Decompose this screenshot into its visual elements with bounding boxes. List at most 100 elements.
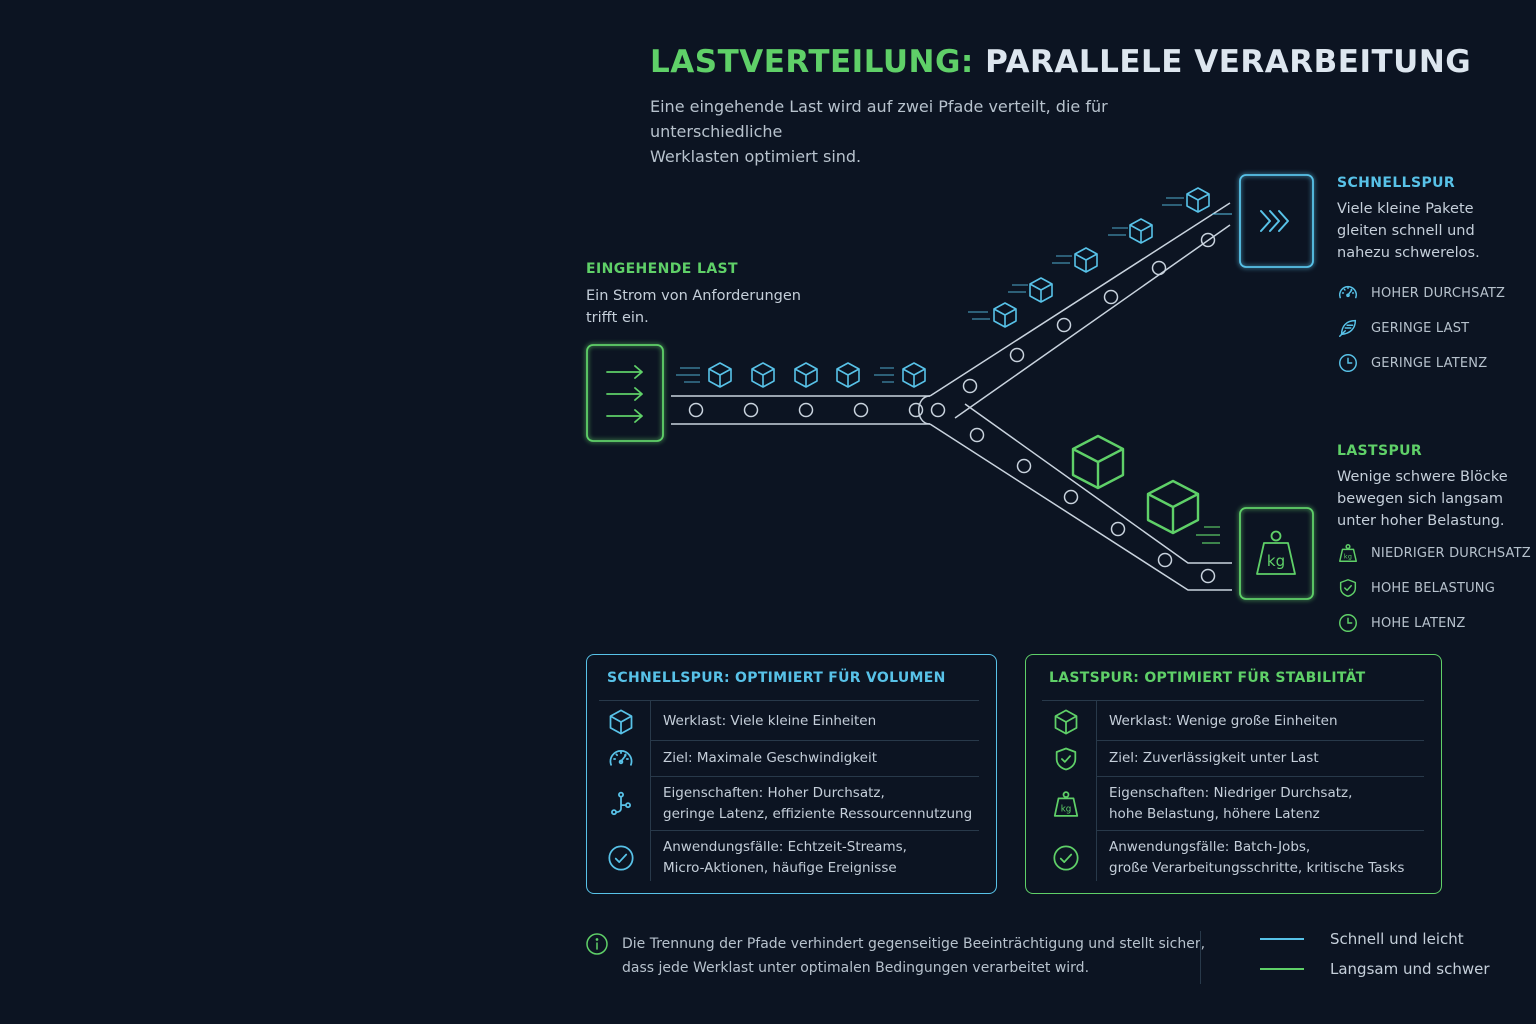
legend-item-heavy: Langsam und schwer [1260,960,1490,978]
fast-metric-latency: GERINGE LATENZ [1337,353,1505,373]
packet [902,362,926,388]
weight-icon: kg [1053,790,1079,817]
main-conveyor-belt [671,395,946,425]
heavy-metric-load: HOHE BELASTUNG [1337,578,1531,598]
page-subtitle: Eine eingehende Last wird auf zwei Pfade… [650,94,1210,169]
fast-metric-latency-label: GERINGE LATENZ [1371,355,1488,371]
packet [1186,187,1210,213]
packet [993,302,1017,328]
divider [1097,740,1424,741]
fast-output-box [1239,174,1314,268]
legend-swatch-heavy [1260,968,1304,970]
heavy-block [1146,479,1200,535]
fast-lane-line-1: Viele kleine Pakete [1337,201,1474,217]
page-title: LASTVERTEILUNG: PARALLELE VERARBEITUNG [650,44,1471,80]
divider [650,701,651,881]
fast-row-workload: Werklast: Viele kleine Einheiten [599,703,876,740]
fast-lane-description: Viele kleine Pakete gleiten schnell und … [1337,198,1480,264]
footer-note-line-1: Die Trennung der Pfade verhindert gegens… [622,936,1206,952]
packet [1129,218,1153,244]
shield-icon [1339,579,1357,597]
fast-lane-line-3: nahezu schwerelos. [1337,245,1480,261]
packet [1029,277,1053,303]
heavy-lane-metrics: kg NIEDRIGER DURCHSATZ HOHE BELASTUNG HO… [1337,543,1531,633]
fast-metric-throughput: HOHER DURCHSATZ [1337,283,1505,303]
heavy-lane-card: LASTSPUR: OPTIMIERT FÜR STABILITÄT Werkl… [1025,654,1442,894]
cube-icon [1054,708,1078,735]
fast-lane-section: SCHNELLSPUR Viele kleine Pakete gleiten … [1337,175,1480,264]
heavy-card-title: LASTSPUR: OPTIMIERT FÜR STABILITÄT [1049,670,1366,686]
fast-row-goal: Ziel: Maximale Geschwindigkeit [599,741,877,776]
row-text: Werklast: Viele kleine Einheiten [663,713,877,729]
heavy-metric-throughput: kg NIEDRIGER DURCHSATZ [1337,543,1531,563]
packet [751,362,775,388]
heavy-metric-latency-label: HOHE LATENZ [1371,615,1466,631]
packet [836,362,860,388]
legend: Schnell und leicht Langsam und schwer [1260,930,1490,978]
incoming-source-box [586,344,664,442]
speedometer-icon [609,749,633,766]
heavy-lane-section: LASTSPUR Wenige schwere Blöcke bewegen s… [1337,443,1508,532]
row-text: Eigenschaften: Hoher Durchsatz, [663,784,885,801]
footer-divider [1200,931,1201,984]
incoming-description: Ein Strom von Anforderungen trifft ein. [586,285,801,329]
fast-metric-load: GERINGE LAST [1337,318,1505,338]
row-text: große Verarbeitungsschritte, kritische T… [1109,860,1405,876]
row-text: Eigenschaften: Niedriger Durchsatz, [1109,784,1353,801]
heavy-blocks [1071,434,1220,544]
heavy-row-usecases: Anwendungsfälle: Batch-Jobs, große Verar… [1044,831,1404,885]
fast-card-title: SCHNELLSPUR: OPTIMIERT FÜR VOLUMEN [607,670,946,686]
row-text: Werklast: Wenige große Einheiten [1109,713,1338,729]
weight-label: kg [1267,552,1285,570]
branch-icon [611,791,631,815]
packet [1074,247,1098,273]
incoming-line-1: Ein Strom von Anforderungen [586,288,801,304]
divider [1096,701,1097,881]
divider [599,700,979,701]
fast-lane-metrics: HOHER DURCHSATZ GERINGE LAST GERINGE LAT… [1337,283,1505,373]
fast-lane-card: SCHNELLSPUR: OPTIMIERT FÜR VOLUMEN Werkl… [586,654,997,894]
info-icon [586,933,608,955]
footer-note-text: Die Trennung der Pfade verhindert gegens… [622,932,1205,980]
row-text: Micro-Aktionen, häufige Ereignisse [663,860,897,876]
legend-swatch-fast [1260,938,1304,940]
incoming-packets [676,362,926,388]
clock-icon [1339,614,1357,632]
heavy-lane-description: Wenige schwere Blöcke bewegen sich langs… [1337,466,1508,532]
heavy-lane-line-1: Wenige schwere Blöcke [1337,469,1508,485]
fast-row-properties: Eigenschaften: Hoher Durchsatz, geringe … [599,777,972,830]
heavy-lane-heading: LASTSPUR [1337,443,1423,459]
row-text: Anwendungsfälle: Batch-Jobs, [1109,839,1311,855]
legend-label-fast: Schnell und leicht [1330,930,1464,948]
incoming-line-2: trifft ein. [586,310,649,326]
footer-note-line-2: dass jede Werklast unter optimalen Bedin… [622,960,1090,976]
row-text: geringe Latenz, effiziente Ressourcennut… [663,805,973,822]
fast-row-usecases: Anwendungsfälle: Echtzeit-Streams, Micro… [599,831,907,885]
legend-item-fast: Schnell und leicht [1260,930,1490,948]
heavy-output-box: kg [1239,507,1314,600]
divider [1097,830,1424,831]
weight-icon: kg [1339,544,1357,562]
heavy-row-workload: Werklast: Wenige große Einheiten [1044,703,1338,740]
fast-packets [968,187,1210,328]
fast-conveyor-belt [929,202,1232,419]
check-circle-icon [608,845,634,871]
svg-text:kg: kg [1061,804,1072,814]
packet [708,362,732,388]
divider [1042,700,1424,701]
footer-note: Die Trennung der Pfade verhindert gegens… [585,932,1205,980]
subtitle-line-2: Werklasten optimiert sind. [650,147,862,166]
divider [651,830,979,831]
heavy-block [1071,434,1125,490]
heavy-row-properties: kg Eigenschaften: Niedriger Durchsatz, h… [1044,777,1352,830]
fast-lane-heading: SCHNELLSPUR [1337,175,1456,191]
incoming-heading: EINGEHENDE LAST [586,261,738,277]
subtitle-line-1: Eine eingehende Last wird auf zwei Pfade… [650,97,1108,141]
row-text: Ziel: Zuverlässigkeit unter Last [1109,750,1319,766]
fast-metric-load-label: GERINGE LAST [1371,320,1470,336]
packet [794,362,818,388]
speedometer-icon [1339,285,1357,299]
divider [651,740,979,741]
heavy-metric-load-label: HOHE BELASTUNG [1371,580,1496,596]
